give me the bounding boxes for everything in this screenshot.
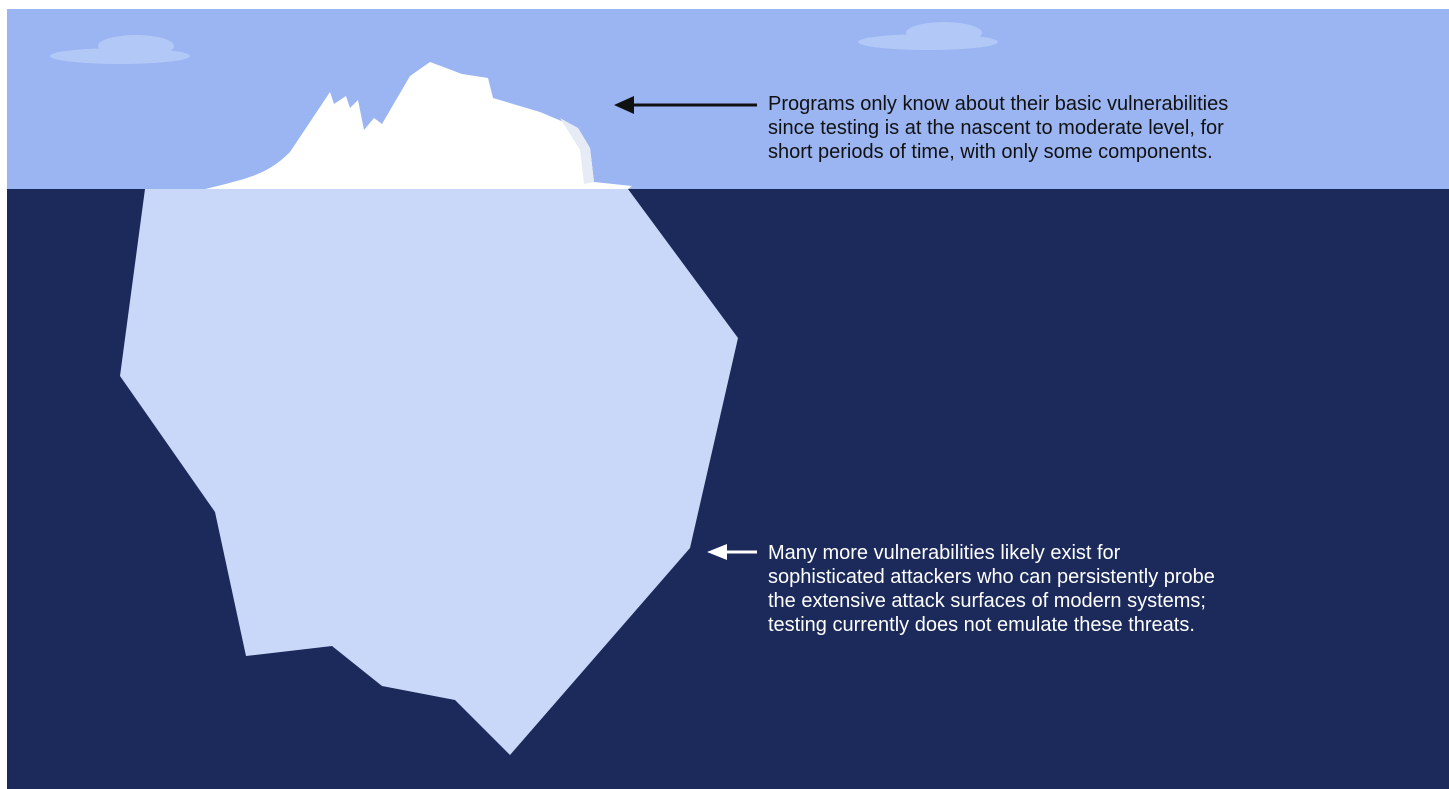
- callout-below-water: Many more vulnerabilities likely exist f…: [768, 541, 1348, 637]
- callout-above-water: Programs only know about their basic vul…: [768, 92, 1348, 164]
